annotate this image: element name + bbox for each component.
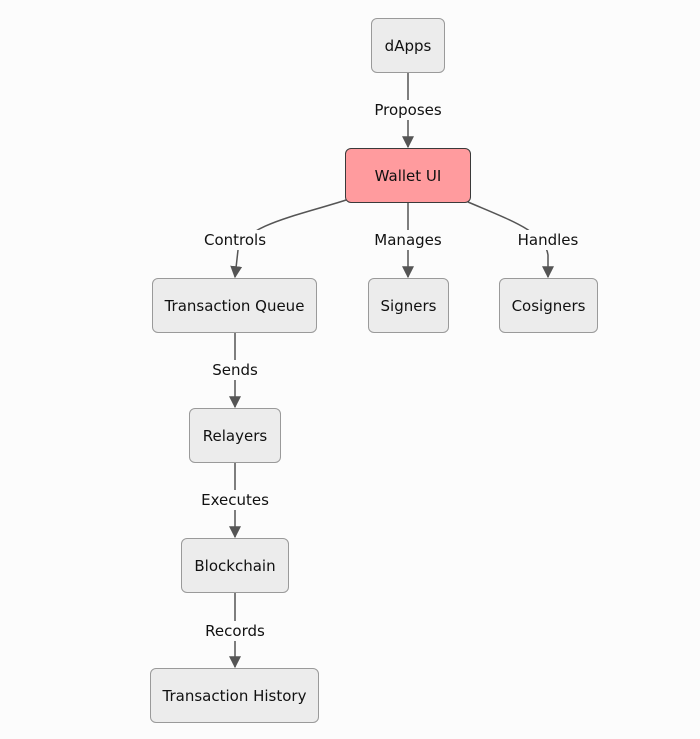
node-transaction-queue[interactable]: Transaction Queue <box>152 278 317 333</box>
node-blockchain[interactable]: Blockchain <box>181 538 289 593</box>
edge-label-records: Records <box>203 621 267 641</box>
edge-label-sends: Sends <box>210 360 260 380</box>
node-transaction-history[interactable]: Transaction History <box>150 668 319 723</box>
edge-label-handles: Handles <box>515 230 581 250</box>
node-dapps[interactable]: dApps <box>371 18 445 73</box>
edge-label-executes: Executes <box>199 490 271 510</box>
edge-label-manages: Manages <box>372 230 444 250</box>
edge-label-controls: Controls <box>201 230 269 250</box>
edge-wallet-cosigners <box>467 201 554 279</box>
node-relayers[interactable]: Relayers <box>189 408 281 463</box>
node-wallet-ui[interactable]: Wallet UI <box>345 148 471 203</box>
node-cosigners[interactable]: Cosigners <box>499 278 598 333</box>
edge-label-proposes: Proposes <box>372 100 444 120</box>
node-signers[interactable]: Signers <box>368 278 449 333</box>
